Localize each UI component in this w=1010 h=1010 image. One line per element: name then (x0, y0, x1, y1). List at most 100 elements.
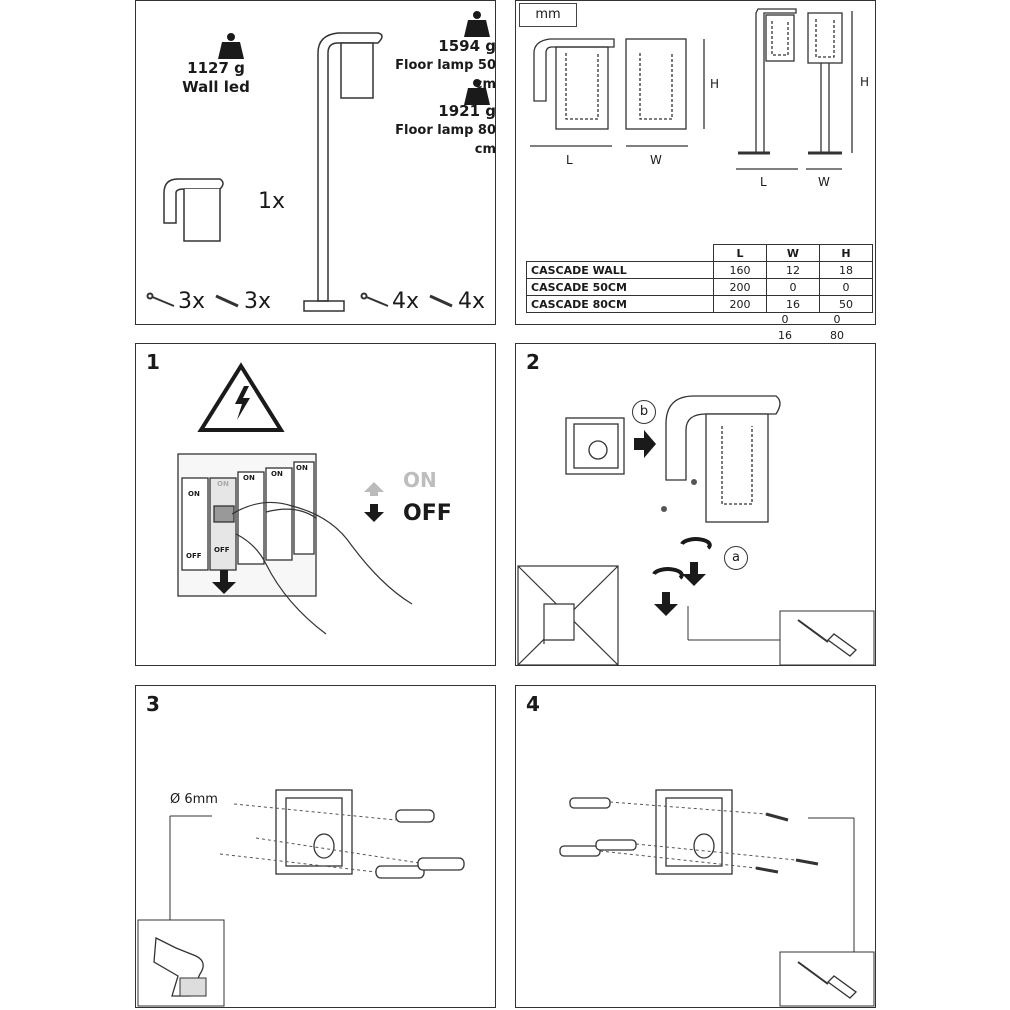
weight-label: Wall led (182, 78, 250, 96)
wall-plug-icons (375, 809, 465, 879)
cell-length: 200 (713, 295, 767, 313)
dim-height-label: H (710, 77, 720, 91)
row-name: CASCADE WALL (526, 261, 714, 279)
floor-plugs-quantity: 4x (458, 289, 486, 314)
cell-width: 16 (766, 295, 820, 313)
cell-width: 0 (766, 278, 820, 296)
screwdriver-inset (779, 951, 875, 1007)
weight-floor-80: 1921 g Floor lamp 80 cm (374, 102, 496, 159)
breaker-on-label: ON (217, 480, 229, 488)
cell-height: 50 (819, 295, 873, 313)
on-label: ON (403, 468, 437, 492)
dimensions-panel: mm L W H (515, 0, 876, 325)
dim-width-label: W (650, 153, 662, 167)
step-3-panel: 3 Ø 6mm (135, 685, 496, 1008)
dim-length-label: L (760, 175, 767, 189)
label-a: a (724, 546, 748, 570)
breaker-on-label: ON (296, 464, 308, 472)
col-header-length: L (713, 244, 767, 262)
cell-length: 160 (713, 261, 767, 279)
unscrew-arrow-icon (652, 537, 712, 580)
cell-length: 200 (713, 278, 767, 296)
col-header-width: W (766, 244, 820, 262)
off-label: OFF (403, 501, 452, 526)
weight-icon (464, 11, 490, 37)
screw-plug-icons (146, 292, 453, 308)
table-row: CASCADE 80CM 200 16 50 (526, 295, 873, 313)
unit-label: mm (519, 3, 577, 27)
step-number: 4 (526, 692, 540, 716)
step-number: 2 (526, 350, 540, 374)
breaker-on-label: ON (188, 490, 200, 498)
drill-inset (137, 919, 225, 1007)
breaker-off-label: OFF (186, 552, 202, 560)
dim-width-label: W (818, 175, 830, 189)
weight-wall: 1127 g Wall led (176, 59, 256, 97)
screw-icon (661, 506, 667, 512)
arrow-down-icon (682, 562, 706, 586)
dim-height-label: H (860, 75, 870, 89)
wall-lamp-illustration (163, 178, 224, 242)
step-number: 3 (146, 692, 160, 716)
fixing-illustration (559, 789, 875, 1007)
row-name: CASCADE 50CM (526, 278, 714, 296)
weight-icon (218, 33, 244, 59)
mounting-plate (655, 789, 733, 875)
wall-lamp-illustration (665, 395, 781, 523)
arrow-up-icon (364, 482, 384, 496)
wall-screws-quantity: 3x (178, 289, 206, 314)
drill-size-label: Ø 6mm (170, 792, 218, 807)
row-name: CASCADE 80CM (526, 295, 714, 313)
cell-height: 0 (819, 278, 873, 296)
step-number: 1 (146, 350, 160, 374)
table-row: CASCADE WALL 160 12 18 (526, 261, 873, 279)
col-header-height: H (819, 244, 873, 262)
screw-icon (691, 479, 697, 485)
dim-length-label: L (566, 153, 573, 167)
breaker-panel (177, 453, 317, 597)
screw-guide-lines (599, 801, 797, 869)
breaker-on-label: ON (243, 474, 255, 482)
lamp-quantity: 1x (258, 189, 286, 214)
weight-label: Floor lamp 50 cm (395, 58, 496, 92)
weight-value: 1594 g (438, 37, 496, 55)
cell-height: 18 (819, 261, 873, 279)
hand-illustration (231, 501, 413, 635)
wall-plug-icons (559, 797, 637, 857)
arrow-right-icon (634, 430, 656, 458)
table-header-row: L W H (527, 244, 873, 262)
label-b: b (632, 400, 656, 424)
arrow-down-icon (654, 592, 678, 616)
incorrect-position-inset (517, 565, 619, 666)
drill-guide-lines (219, 803, 427, 873)
floor-screws-quantity: 4x (392, 289, 420, 314)
parts-illustration (146, 11, 490, 312)
power-off-illustration (177, 362, 413, 635)
table-row: CASCADE 50CM 200 0 0 (526, 278, 873, 296)
step-1-panel: 1 ON OFF ON ON ON ON ON OFF OFF (135, 343, 496, 666)
mounting-plate (565, 417, 625, 475)
spec-table: L W H CASCADE WALL 160 12 18 CASCADE 50C… (526, 244, 873, 313)
weight-label: Floor lamp 80 cm (395, 123, 496, 157)
arrow-down-icon (364, 504, 384, 522)
parts-panel: 1127 g Wall led 1594 g Floor lamp 50 cm … (135, 0, 496, 325)
dimension-drawings (530, 8, 853, 170)
floor-lamp-illustration (303, 32, 383, 312)
weight-value: 1127 g (187, 59, 245, 77)
step-4-panel: 4 (515, 685, 876, 1008)
mount-removal-illustration (517, 395, 875, 666)
breaker-on-label: ON (271, 470, 283, 478)
drilling-illustration (137, 789, 465, 1007)
switch-down-arrow-icon (212, 570, 236, 594)
screw-icons (755, 812, 819, 874)
weight-icon (464, 79, 490, 105)
weight-value: 1921 g (438, 102, 496, 120)
breaker-off-label: OFF (214, 546, 230, 554)
high-voltage-warning-icon (197, 362, 285, 432)
screwdriver-inset (779, 610, 875, 666)
cell-width: 12 (766, 261, 820, 279)
mounting-plate (275, 789, 353, 875)
wall-plugs-quantity: 3x (244, 289, 272, 314)
step-2-panel: 2 (515, 343, 876, 666)
weight-floor-50: 1594 g Floor lamp 50 cm (374, 37, 496, 94)
